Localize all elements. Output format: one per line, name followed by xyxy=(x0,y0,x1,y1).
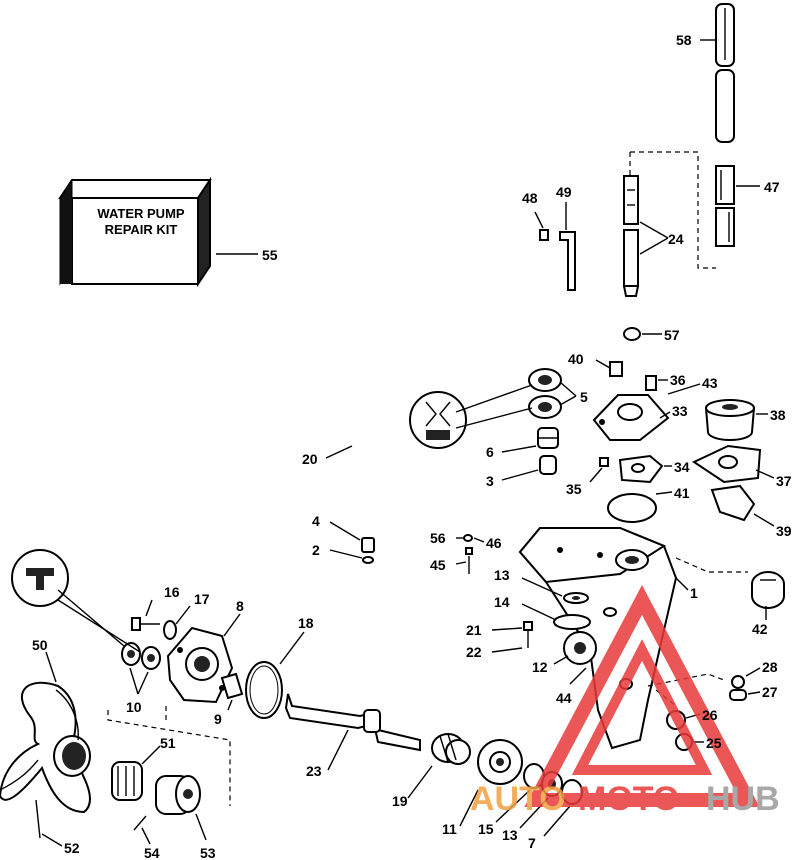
label-57: 57 xyxy=(664,327,680,343)
label-7: 7 xyxy=(528,835,536,851)
label-53: 53 xyxy=(200,845,216,860)
label-6: 6 xyxy=(486,444,494,460)
label-35: 35 xyxy=(566,481,582,497)
propeller-50 xyxy=(0,681,91,814)
label-23: 23 xyxy=(306,763,322,779)
watermark-auto: AUTO xyxy=(470,780,566,818)
label-44: 44 xyxy=(556,690,572,706)
label-43: 43 xyxy=(702,375,718,391)
shaft-47 xyxy=(715,165,735,247)
label-36: 36 xyxy=(670,372,686,388)
label-4: 4 xyxy=(312,513,320,529)
label-21: 21 xyxy=(466,622,482,638)
watermark-hub: HUB xyxy=(706,780,780,818)
part-42 xyxy=(751,571,785,609)
label-48: 48 xyxy=(522,190,538,206)
label-39: 39 xyxy=(776,523,792,539)
watermark-logo: AUTO MOTO HUB xyxy=(470,585,780,818)
label-56: 56 xyxy=(430,530,446,546)
label-1: 1 xyxy=(690,585,698,601)
label-58: 58 xyxy=(676,32,692,48)
label-10: 10 xyxy=(126,699,142,715)
label-24: 24 xyxy=(668,231,684,247)
label-28: 28 xyxy=(762,659,778,675)
label-20: 20 xyxy=(302,451,318,467)
label-13-lower: 13 xyxy=(502,827,518,843)
gear-12 xyxy=(563,631,597,665)
label-9: 9 xyxy=(214,711,222,727)
label-51: 51 xyxy=(160,735,176,751)
label-42: 42 xyxy=(752,621,768,637)
label-41: 41 xyxy=(674,485,690,501)
part-48-49 xyxy=(539,229,576,291)
label-40: 40 xyxy=(568,351,584,367)
impeller-34 xyxy=(618,454,664,484)
label-46: 46 xyxy=(486,535,502,551)
label-54: 54 xyxy=(144,845,160,860)
label-16: 16 xyxy=(164,584,180,600)
label-26: 26 xyxy=(702,707,718,723)
bearing-carrier-8 xyxy=(166,626,234,704)
label-49: 49 xyxy=(556,184,572,200)
forward-gear-11 xyxy=(477,739,523,785)
kit-box-line1: WATER PUMP xyxy=(97,206,184,221)
label-13-upper: 13 xyxy=(494,567,510,583)
watermark-moto: MOTO xyxy=(578,780,679,818)
label-52: 52 xyxy=(64,840,80,856)
label-47: 47 xyxy=(764,179,780,195)
label-3: 3 xyxy=(486,473,494,489)
label-8: 8 xyxy=(236,598,244,614)
label-37: 37 xyxy=(776,473,792,489)
repair-kit-box: WATER PUMP REPAIR KIT xyxy=(58,176,212,288)
detail-circle-bearing xyxy=(409,391,467,449)
shift-rod-20 xyxy=(338,373,367,530)
label-22: 22 xyxy=(466,644,482,660)
bearing-6 xyxy=(537,427,559,449)
label-25: 25 xyxy=(706,735,722,751)
label-2: 2 xyxy=(312,542,320,558)
label-55: 55 xyxy=(262,247,278,263)
gearcase-housing-1 xyxy=(518,527,678,750)
label-18: 18 xyxy=(298,615,314,631)
cup-38 xyxy=(705,399,755,441)
spline-adapter-51 xyxy=(111,761,143,801)
thrust-hub-53 xyxy=(155,775,201,815)
bolt-16 xyxy=(131,617,160,631)
shaft-24 xyxy=(622,175,640,297)
driveshaft-58 xyxy=(715,3,735,143)
label-19: 19 xyxy=(392,793,408,809)
pump-housing-33 xyxy=(592,394,670,441)
label-33: 33 xyxy=(672,403,688,419)
label-50: 50 xyxy=(32,637,48,653)
bushing-3 xyxy=(539,455,557,475)
label-11: 11 xyxy=(442,821,457,837)
propeller-shaft-23 xyxy=(284,693,421,752)
label-15: 15 xyxy=(478,821,494,837)
bearings-5 xyxy=(528,368,562,419)
label-38: 38 xyxy=(770,407,786,423)
label-45: 45 xyxy=(430,557,446,573)
label-27: 27 xyxy=(762,684,778,700)
label-17: 17 xyxy=(194,591,210,607)
label-5: 5 xyxy=(580,389,588,405)
label-14: 14 xyxy=(494,594,510,610)
label-34: 34 xyxy=(674,459,690,475)
part-labels: 55 58 47 48 49 24 57 40 36 43 5 33 38 6 … xyxy=(32,32,792,860)
kit-box-line2: REPAIR KIT xyxy=(105,222,178,237)
label-12: 12 xyxy=(532,659,548,675)
clutch-dog-19 xyxy=(431,733,471,765)
detail-circle-carrier xyxy=(11,549,69,607)
